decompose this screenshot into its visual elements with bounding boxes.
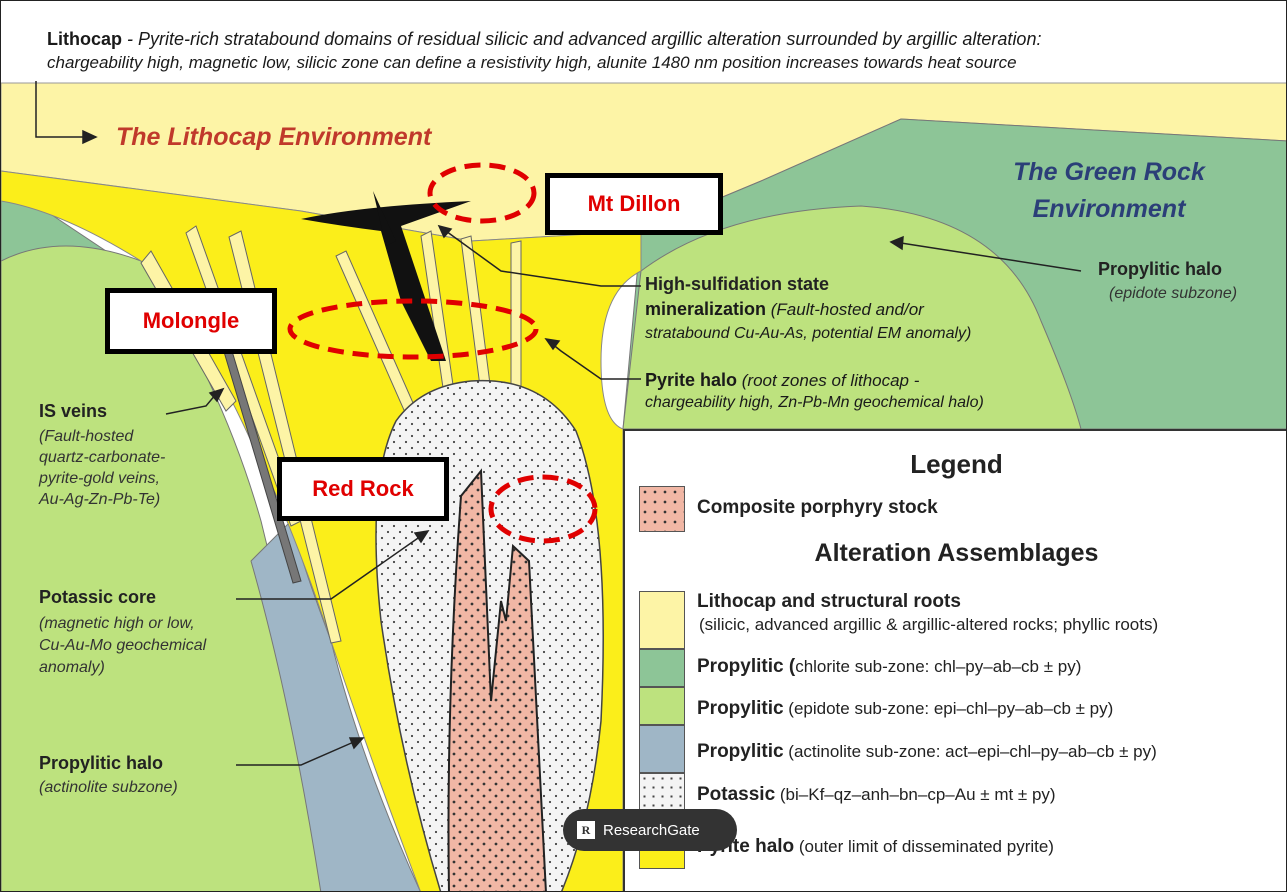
hs-title-2: mineralization bbox=[645, 299, 766, 319]
legend-item-chlorite-rest: chlorite sub-zone: chl–py–ab–cb ± py) bbox=[795, 657, 1081, 676]
is-veins-title: IS veins bbox=[39, 401, 107, 422]
pyrite-line-1: Pyrite halo (root zones of lithocap - bbox=[645, 370, 919, 391]
legend-porphyry-label: Composite porphyry stock bbox=[697, 497, 938, 519]
legend-item-pyrite-rest: (outer limit of disseminated pyrite) bbox=[794, 837, 1054, 856]
potassic-core-title: Potassic core bbox=[39, 587, 156, 608]
potassic-core-desc-2: Cu-Au-Mo geochemical bbox=[39, 635, 206, 656]
legend-item-epidote-bold: Propylitic bbox=[697, 698, 784, 719]
researchgate-badge[interactable]: R ResearchGate bbox=[563, 809, 737, 851]
is-veins-desc-4: Au-Ag-Zn-Pb-Te) bbox=[39, 489, 160, 510]
prop-left-title: Propylitic halo bbox=[39, 753, 163, 774]
pyrite-desc-1: (root zones of lithocap - bbox=[737, 371, 919, 390]
legend-swatch-porphyry bbox=[639, 486, 685, 532]
callout-mt-dillon: Mt Dillon bbox=[545, 173, 723, 235]
lithocap-header-desc2: chargeability high, magnetic low, silici… bbox=[47, 53, 1017, 73]
hs-desc-2: (Fault-hosted and/or bbox=[766, 300, 924, 319]
green-rock-env-title-2: Environment bbox=[984, 195, 1234, 224]
hs-title-1: High-sulfidation state bbox=[645, 274, 829, 295]
prop-left-desc: (actinolite subzone) bbox=[39, 777, 178, 798]
legend-item-actinolite: Propylitic (actinolite sub-zone: act–epi… bbox=[697, 741, 1157, 763]
legend-item-actinolite-rest: (actinolite sub-zone: act–epi–chl–py–ab–… bbox=[784, 742, 1157, 761]
pyrite-title: Pyrite halo bbox=[645, 370, 737, 390]
legend-item-potassic: Potassic (bi–Kf–qz–anh–bn–cp–Au ± mt ± p… bbox=[697, 784, 1056, 806]
legend-item-lithocap-bold: Lithocap and structural roots bbox=[697, 591, 961, 612]
lithocap-header: Lithocap - Pyrite-rich stratabound domai… bbox=[47, 29, 1041, 50]
legend-item-pyrite: Pyrite halo (outer limit of disseminated… bbox=[697, 836, 1054, 858]
lithocap-header-desc1: - Pyrite-rich stratabound domains of res… bbox=[122, 29, 1041, 49]
prop-right-title: Propylitic halo bbox=[1098, 259, 1222, 280]
legend-item-potassic-rest: (bi–Kf–qz–anh–bn–cp–Au ± mt ± py) bbox=[775, 785, 1055, 804]
hs-desc-3: stratabound Cu-Au-As, potential EM anoma… bbox=[645, 325, 971, 343]
is-veins-desc-3: pyrite-gold veins, bbox=[39, 468, 160, 489]
lithocap-env-title: The Lithocap Environment bbox=[116, 123, 431, 152]
is-veins-desc-2: quartz-carbonate- bbox=[39, 447, 165, 468]
researchgate-label: ResearchGate bbox=[603, 822, 700, 839]
legend-item-actinolite-bold: Propylitic bbox=[697, 741, 784, 762]
pyrite-desc-2: chargeability high, Zn-Pb-Mn geochemical… bbox=[645, 394, 984, 412]
legend-title: Legend bbox=[625, 449, 1287, 480]
prop-right-desc: (epidote subzone) bbox=[1109, 283, 1237, 304]
researchgate-icon: R bbox=[577, 821, 595, 839]
legend-item-potassic-bold: Potassic bbox=[697, 784, 775, 805]
legend-swatch-propylitic-epidote bbox=[639, 687, 685, 725]
lithocap-header-title: Lithocap bbox=[47, 29, 122, 49]
legend-item-lithocap: Lithocap and structural roots bbox=[697, 591, 961, 613]
legend-item-chlorite-bold: Propylitic ( bbox=[697, 656, 795, 677]
legend-item-epidote: Propylitic (epidote sub-zone: epi–chl–py… bbox=[697, 698, 1113, 720]
potassic-core-desc-3: anomaly) bbox=[39, 657, 105, 678]
legend-item-epidote-rest: (epidote sub-zone: epi–chl–py–ab–cb ± py… bbox=[784, 699, 1114, 718]
legend-assemblages-title: Alteration Assemblages bbox=[625, 539, 1287, 568]
legend-item-chlorite: Propylitic (chlorite sub-zone: chl–py–ab… bbox=[697, 656, 1081, 678]
callout-red-rock: Red Rock bbox=[277, 457, 449, 521]
callout-molongle: Molongle bbox=[105, 288, 277, 354]
legend-item-lithocap-line2: (silicic, advanced argillic & argillic-a… bbox=[699, 615, 1158, 635]
green-rock-env-title-1: The Green Rock bbox=[984, 158, 1234, 187]
legend-swatch-lithocap bbox=[639, 591, 685, 649]
legend-swatch-propylitic-actinolite bbox=[639, 725, 685, 773]
is-veins-desc-1: (Fault-hosted bbox=[39, 426, 133, 447]
hs-line-2: mineralization (Fault-hosted and/or bbox=[645, 299, 924, 320]
legend-swatch-propylitic-chlorite bbox=[639, 649, 685, 687]
potassic-core-desc-1: (magnetic high or low, bbox=[39, 613, 195, 634]
